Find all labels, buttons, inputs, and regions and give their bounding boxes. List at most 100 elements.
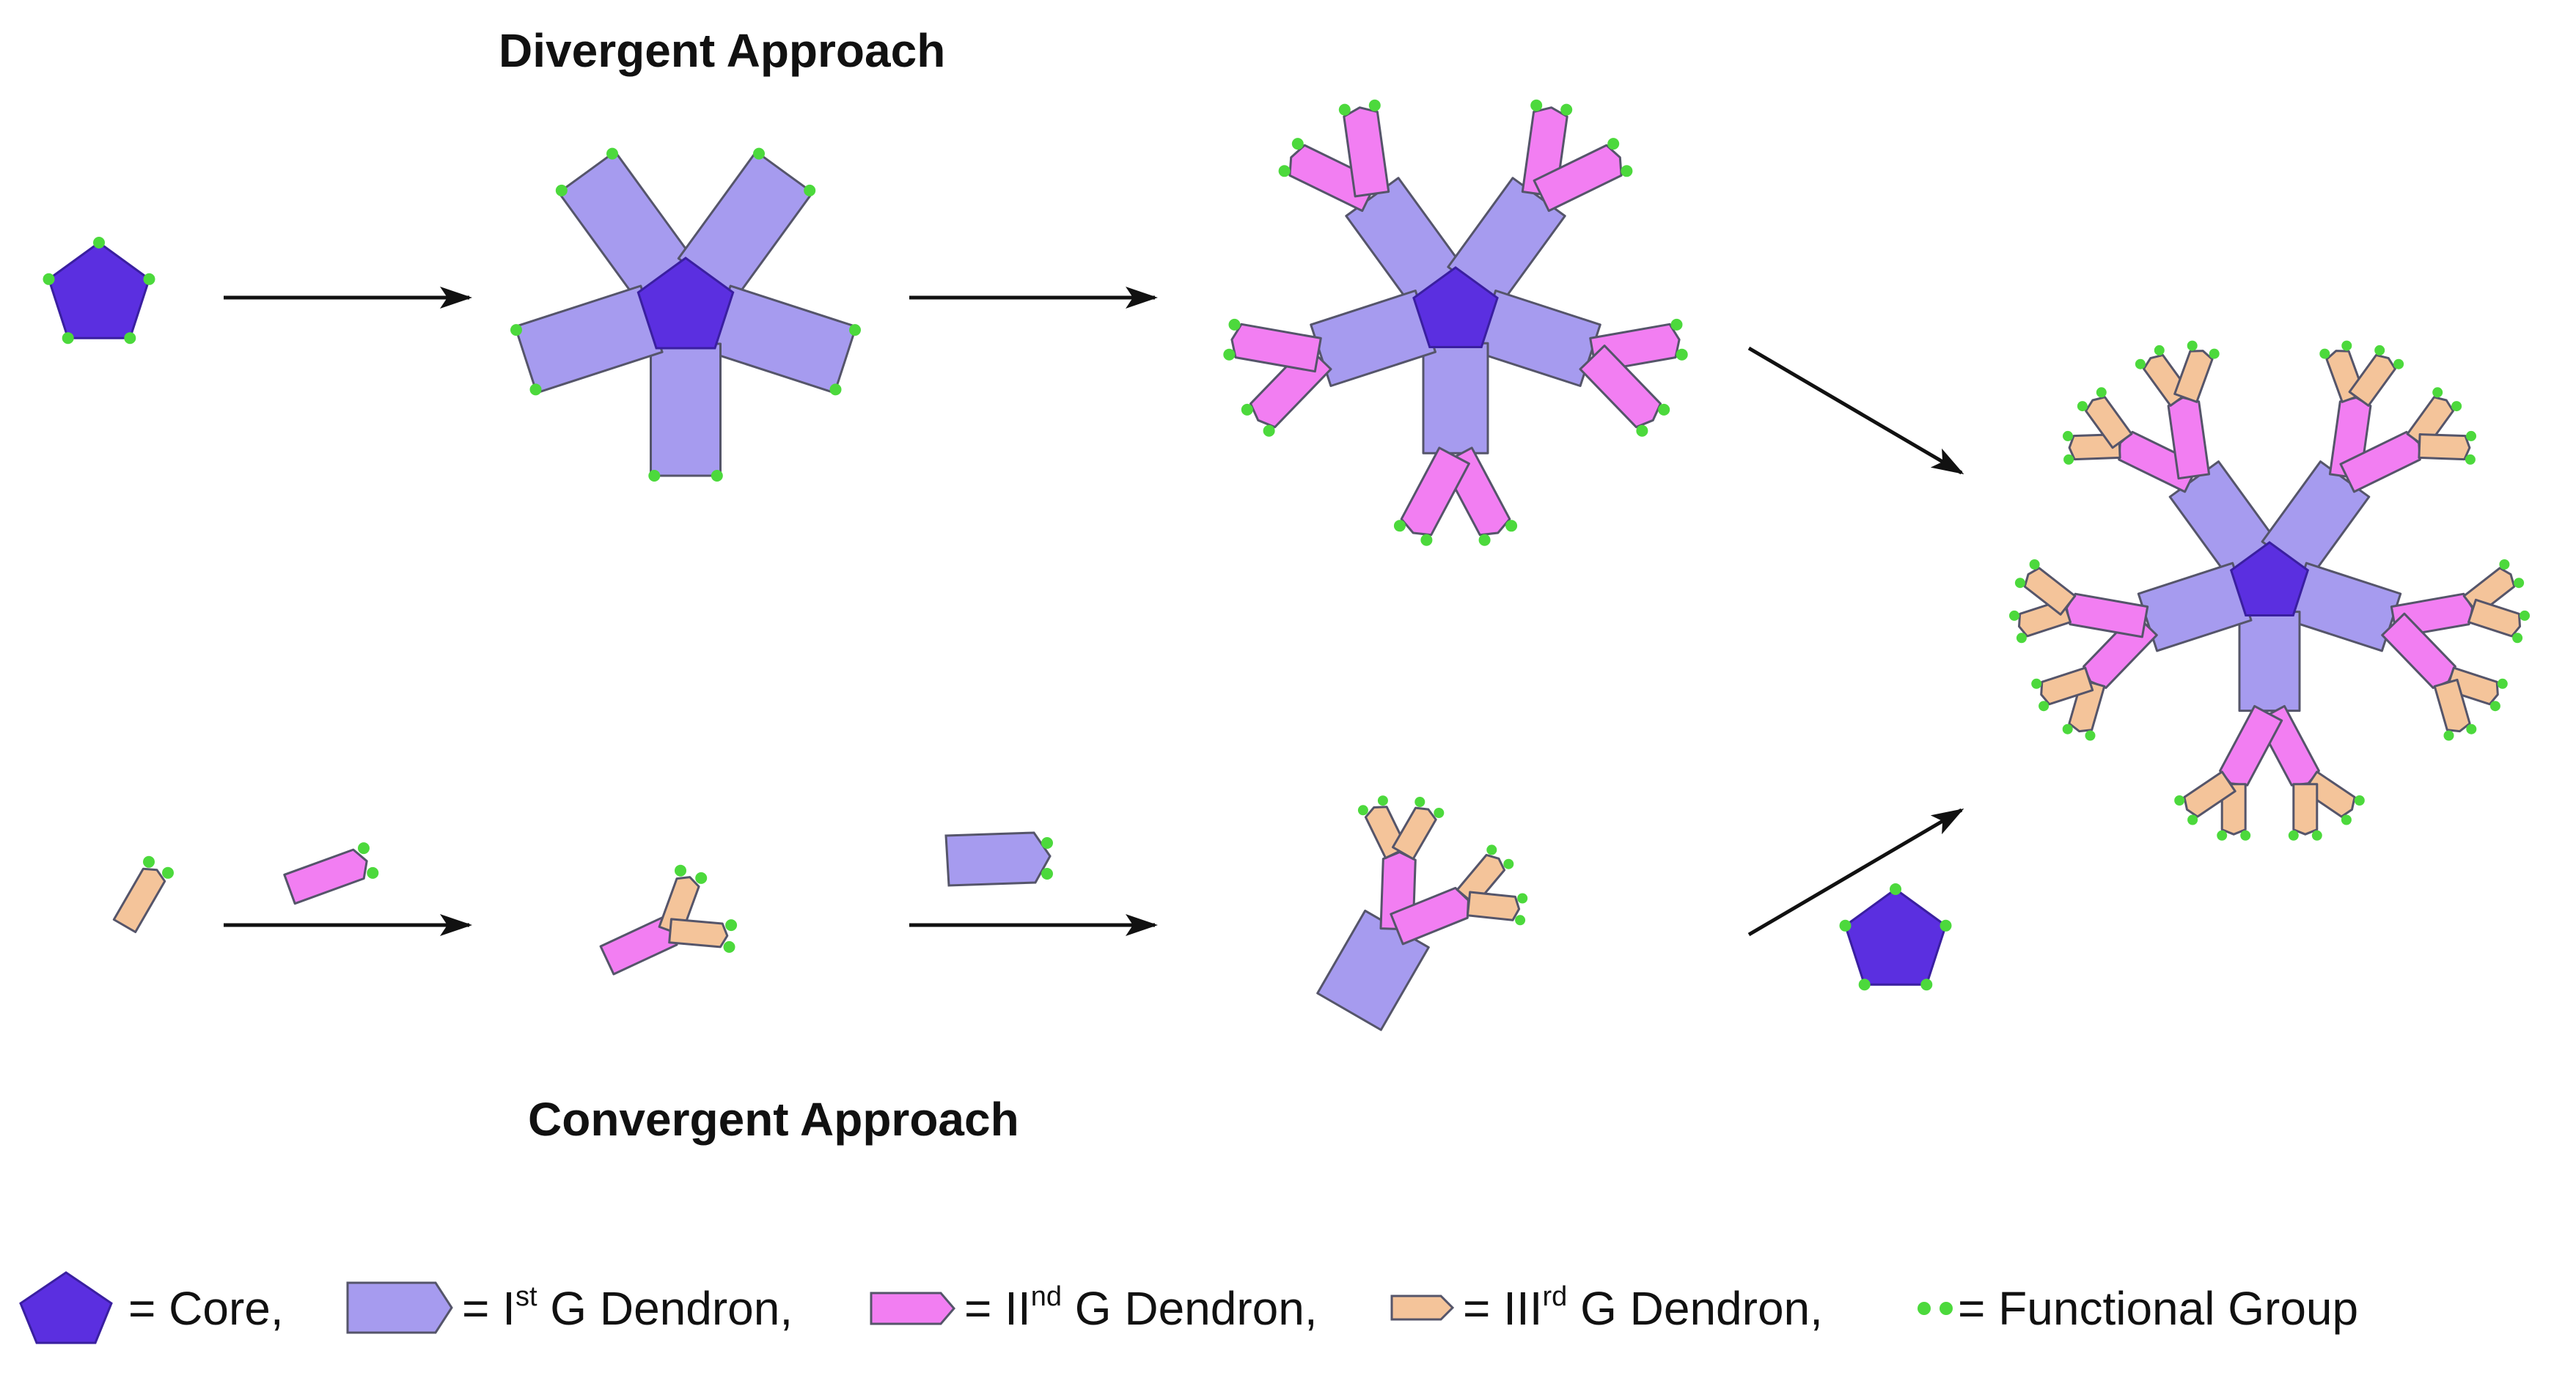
functional-group-dot [606, 147, 618, 160]
functional-group-dot [1505, 520, 1518, 532]
functional-group-dot [1393, 520, 1406, 532]
divergent-step3-second-generation-dendron [1579, 345, 1662, 429]
final-dendrimer-third-generation-dendron [2445, 666, 2499, 706]
functional-group-dot [1676, 348, 1688, 361]
arrow-convergent-3 [1747, 808, 1964, 937]
functional-group-dot [1228, 318, 1241, 331]
functional-group-dot [829, 383, 842, 396]
functional-group-dot [1357, 805, 1368, 816]
functional-group-dot [849, 324, 861, 336]
final-dendrimer-third-generation-dendron [2302, 770, 2356, 818]
functional-group-dot [648, 470, 661, 482]
first-generation-dendron-legend-label: = Ist G Dendron, [462, 1281, 793, 1335]
functional-group-dot [711, 470, 723, 482]
functional-group-dot [2135, 358, 2146, 369]
functional-group-dot [1858, 979, 1871, 991]
functional-group-dot [124, 332, 136, 345]
functional-group-dot [143, 855, 155, 868]
functional-group-dot [1377, 795, 1388, 806]
convergent-second-generation-dendron-reagent [283, 848, 368, 905]
final-dendrimer-third-generation-dendron [2467, 598, 2521, 638]
functional-group-dot [1920, 979, 1933, 991]
functional-group-dot [2217, 830, 2228, 841]
final-dendrimer-third-generation-dendron [2040, 666, 2094, 706]
functional-group-dot [1636, 424, 1648, 437]
functional-group-dot [2393, 358, 2404, 369]
core-legend-icon [19, 1271, 113, 1344]
convergent-approach-title: Convergent Approach [528, 1093, 1019, 1146]
functional-group-dot [725, 919, 738, 932]
functional-group-dot [62, 332, 74, 345]
functional-group-dot [1278, 165, 1291, 177]
functional-group-dot [1517, 893, 1528, 904]
final-dendrimer-third-generation-dendron [2418, 433, 2471, 461]
final-dendrimer-third-generation-dendron [2433, 678, 2471, 733]
divergent-step3-second-generation-dendron [1343, 106, 1390, 198]
functional-group-dot [804, 184, 816, 196]
functional-group-legend-icon [1918, 1302, 1953, 1315]
functional-group-dot [2512, 633, 2523, 644]
divergent-step3-second-generation-dendron [1400, 446, 1470, 537]
divergent-step2-core-pentagon [636, 257, 735, 350]
convergent-third-generation-dendron [112, 867, 166, 933]
functional-group-dot [2466, 430, 2476, 441]
functional-group-dot [2063, 430, 2073, 441]
functional-group-dot [1890, 883, 1901, 895]
functional-group-dot [2029, 559, 2040, 570]
convergent-first-generation-dendron-reagent [944, 831, 1052, 887]
final-dendrimer-core-pentagon [2229, 541, 2310, 616]
functional-group-dot [2063, 454, 2074, 465]
convergent-core-pentagon [1843, 888, 1948, 986]
functional-group-dot [1621, 165, 1633, 177]
functional-group-dot [2240, 830, 2251, 841]
functional-group-dot [93, 237, 105, 248]
functional-group-dot [2466, 723, 2477, 734]
functional-group-dot [695, 872, 708, 884]
functional-group-dot [1223, 348, 1236, 361]
functional-group-dot [1670, 318, 1683, 331]
functional-group-dot [143, 273, 155, 285]
functional-group-dot [1607, 138, 1620, 150]
convergent-third-generation-dendron [1466, 891, 1521, 921]
functional-group-dot [555, 184, 568, 196]
functional-group-dot [2062, 723, 2073, 734]
functional-group-dot [1530, 99, 1543, 111]
functional-group-dot [2085, 730, 2096, 741]
final-dendrimer-third-generation-dendron [2183, 770, 2236, 818]
functional-group-dot [1241, 403, 1253, 416]
functional-group-dot [2432, 387, 2443, 398]
functional-group-dot [2354, 795, 2365, 806]
divergent-step3-second-generation-dendron [1533, 144, 1623, 213]
final-dendrimer-second-generation-dendron [2065, 592, 2149, 638]
functional-group-dot [162, 866, 174, 879]
functional-group-dot [2443, 730, 2454, 741]
final-dendrimer-third-generation-dendron [2085, 396, 2133, 449]
functional-group-dot [2187, 814, 2198, 825]
first-generation-dendron-legend-icon [346, 1281, 453, 1334]
functional-group-dot [2341, 340, 2352, 351]
final-dendrimer-third-generation-dendron [2023, 567, 2077, 616]
core-legend-label: = Core, [128, 1282, 284, 1335]
functional-group-dot [1560, 103, 1573, 116]
functional-group-dot [1368, 99, 1381, 111]
functional-group-dot [1291, 138, 1304, 150]
functional-group-dot [1420, 534, 1433, 546]
functional-group-dot [2489, 701, 2500, 712]
final-dendrimer-third-generation-dendron [2173, 350, 2214, 403]
legend: = Core, = Ist G Dendron, = IInd G Dendro… [0, 1261, 2576, 1349]
functional-group-dot [1263, 424, 1275, 437]
final-dendrimer-third-generation-dendron [2348, 353, 2396, 407]
functional-group-dot [723, 940, 735, 953]
functional-group-dot [2520, 610, 2530, 621]
functional-group-dot [2009, 610, 2019, 621]
arrow-divergent-3 [1747, 346, 1964, 475]
functional-group-dot [367, 866, 379, 879]
third-generation-dendron-legend-icon [1390, 1295, 1455, 1321]
functional-group-dot [1515, 915, 1526, 926]
convergent-third-generation-dendron [658, 876, 700, 936]
functional-group-dot [753, 147, 765, 160]
functional-group-dot [2187, 340, 2198, 351]
functional-group-dot [2016, 633, 2027, 644]
second-generation-dendron-legend-label: = IInd G Dendron, [964, 1281, 1318, 1335]
